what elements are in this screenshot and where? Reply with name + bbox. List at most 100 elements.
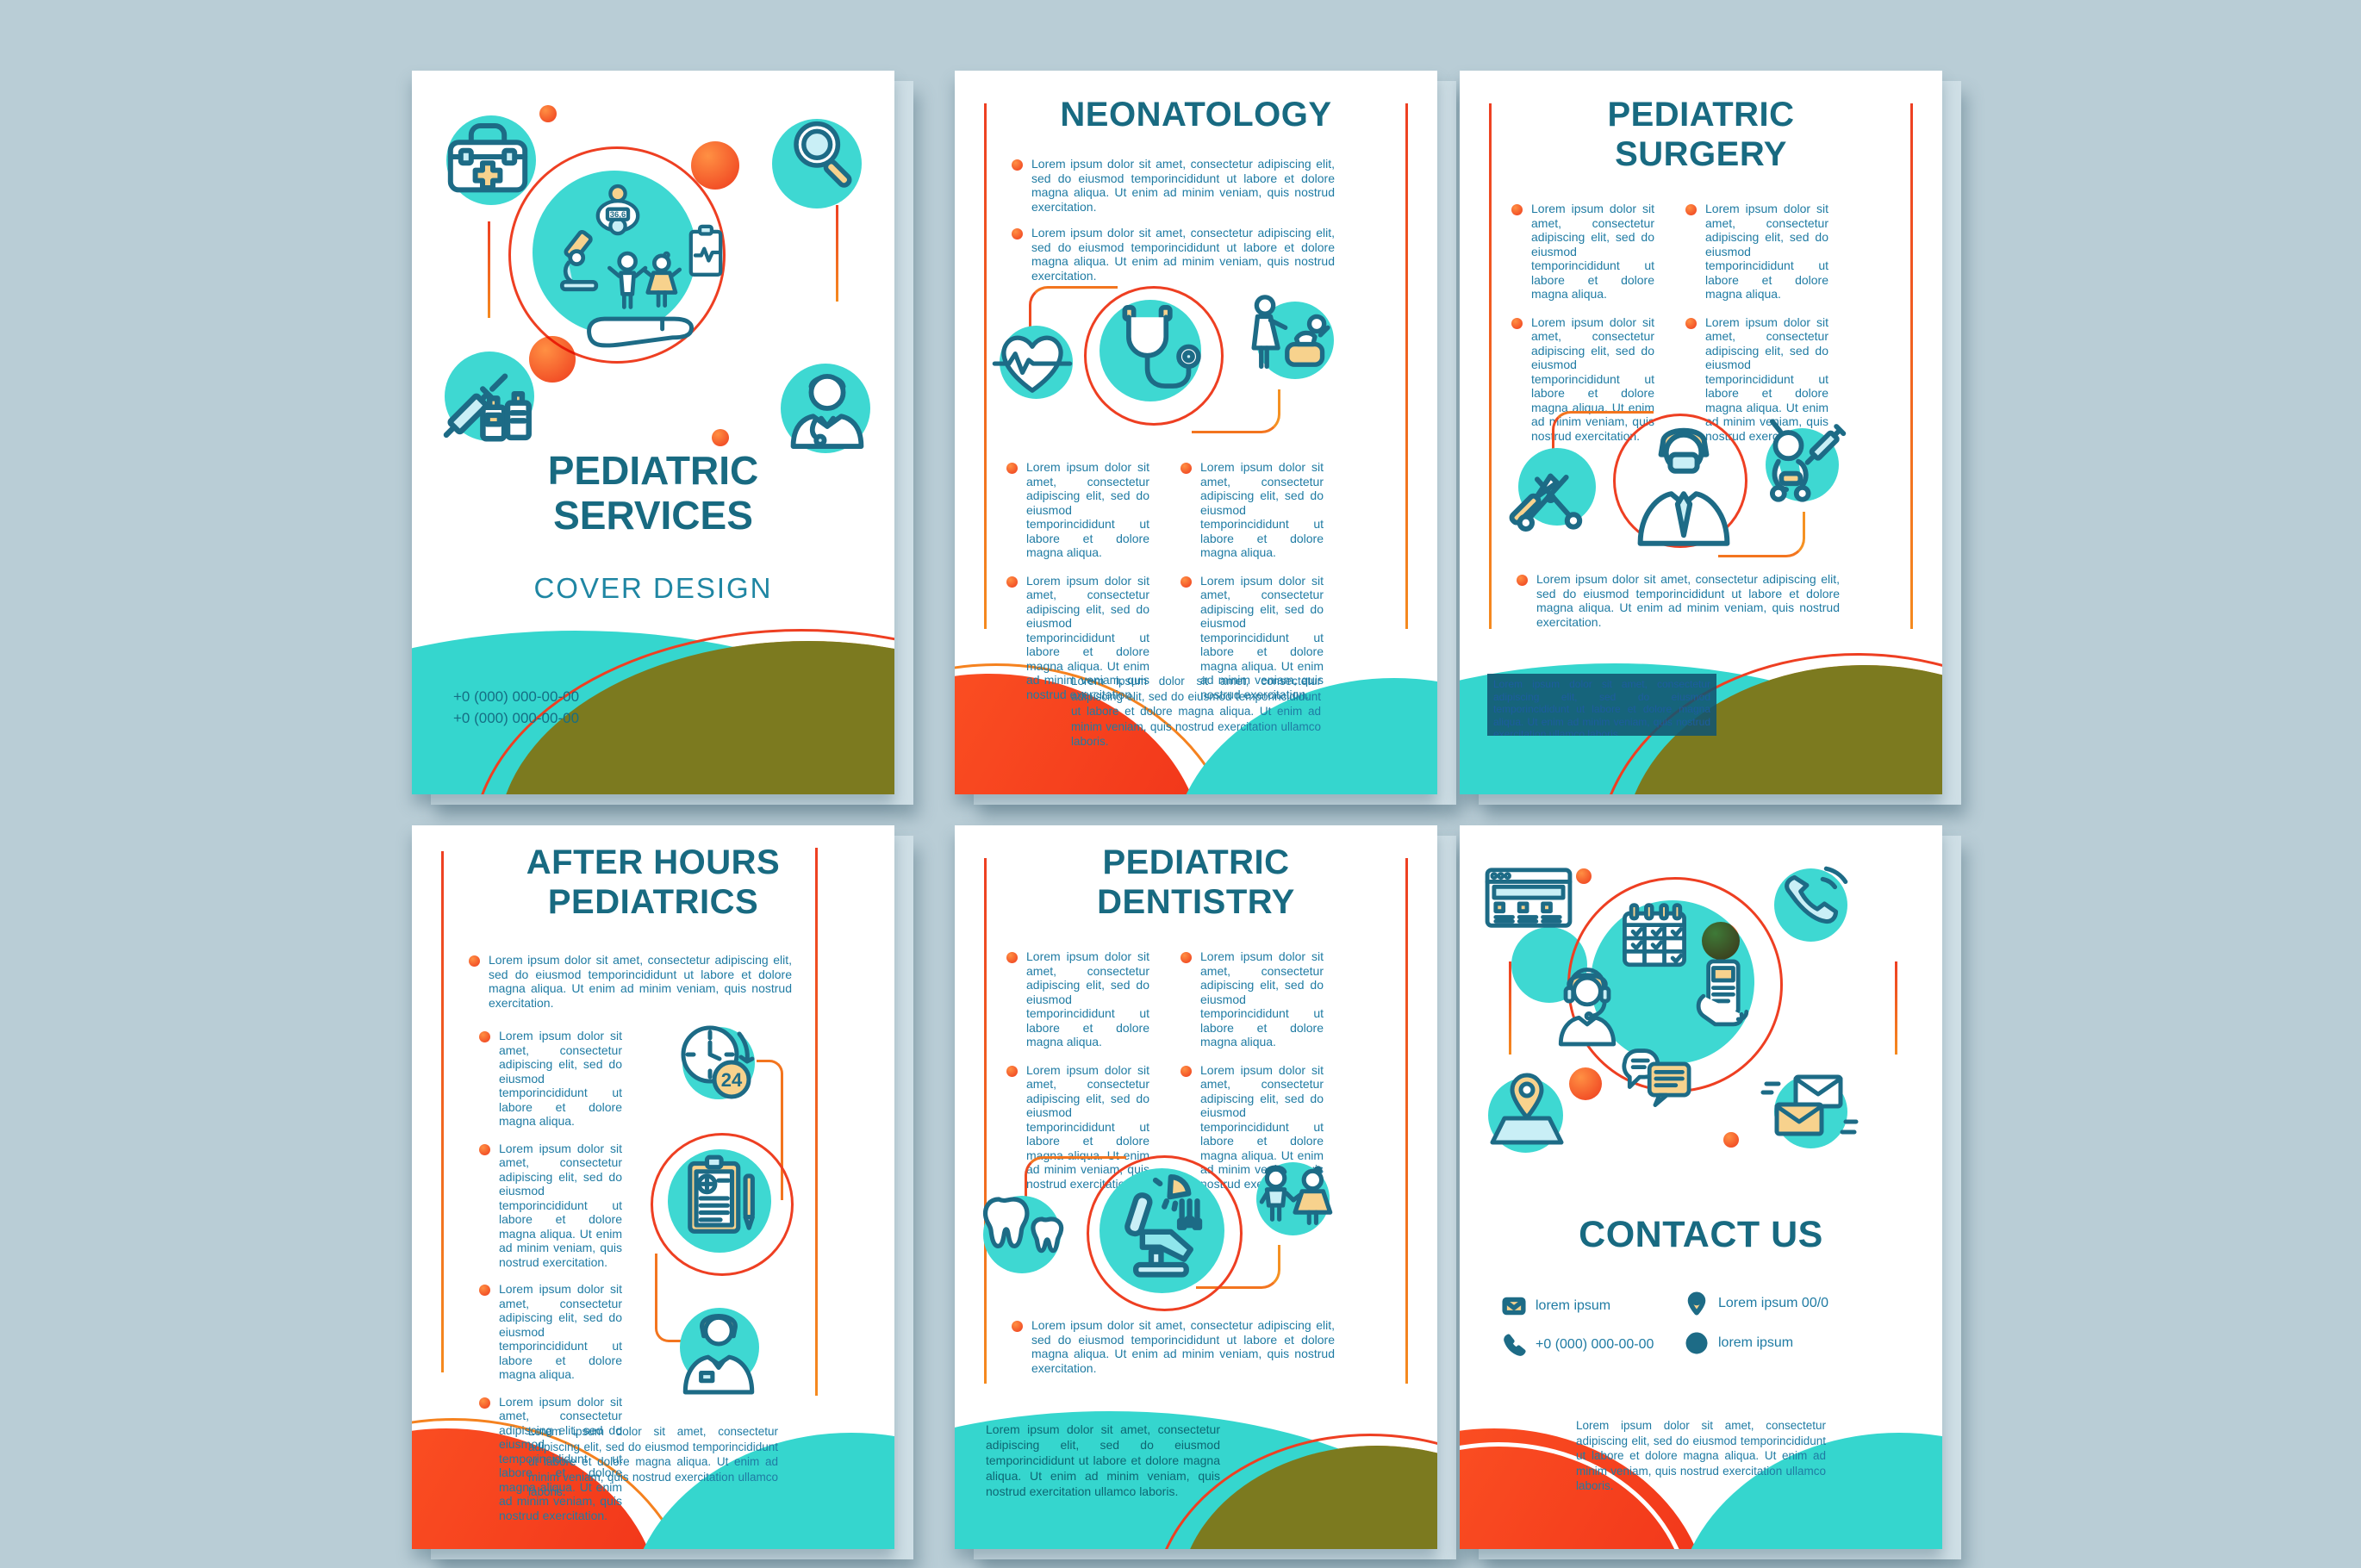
contact-email-row: lorem ipsum xyxy=(1502,1295,1610,1317)
connector-line xyxy=(1718,512,1805,557)
browser-window-icon xyxy=(1485,868,1573,928)
contact-phone-label: +0 (000) 000-00-00 xyxy=(1536,1337,1654,1352)
bullet-column: Lorem ipsum dolor sit amet, consectetur … xyxy=(1180,949,1324,1191)
bullet-column: Lorem ipsum dolor sit amet, consectetur … xyxy=(1006,949,1149,1191)
bullet-dot xyxy=(479,1143,490,1155)
pin-icon xyxy=(1687,1291,1706,1316)
bullet-item: Lorem ipsum dolor sit amet, consectetur … xyxy=(1006,1063,1149,1192)
bullet-dot xyxy=(479,1285,490,1296)
location-pin-map-icon xyxy=(1490,1073,1564,1145)
bullet-dot xyxy=(1012,228,1023,240)
accent-line xyxy=(1509,961,1511,1055)
handset-icon xyxy=(1504,1334,1526,1356)
bullet-text: Lorem ipsum dolor sit amet, consectetur … xyxy=(1705,314,1828,443)
phone-number-2: +0 (000) 000-00-00 xyxy=(453,710,580,726)
bullet-dot xyxy=(479,1397,490,1409)
accent-line xyxy=(488,221,490,318)
microscope-icon xyxy=(559,229,599,292)
closing-paragraph: Lorem ipsum dolor sit amet, consectetur … xyxy=(1071,675,1321,748)
bullet-item: Lorem ipsum dolor sit amet, consectetur … xyxy=(1180,949,1324,1049)
contact-address-row: Lorem ipsum 00/0 xyxy=(1685,1291,1828,1316)
section-title: NEONATOLOGY xyxy=(1060,96,1332,134)
connector-line xyxy=(1192,389,1280,433)
bullet-text: Lorem ipsum dolor sit amet, consectetur … xyxy=(1200,573,1324,701)
surgeon-icon xyxy=(1637,427,1730,546)
bullet-text: Lorem ipsum dolor sit amet, consectetur … xyxy=(499,1394,622,1522)
section-title: PEDIATRIC DENTISTRY xyxy=(955,843,1437,922)
orange-dot xyxy=(539,105,557,122)
icon-ring xyxy=(1613,414,1747,548)
accent-line xyxy=(441,851,444,1372)
page-after-hours: AFTER HOURS PEDIATRICS Lorem ipsum dolor… xyxy=(412,825,913,1559)
accent-line xyxy=(1910,103,1913,629)
bullet-text: Lorem ipsum dolor sit amet, consectetur … xyxy=(1031,157,1335,214)
bullet-dot xyxy=(1006,576,1018,588)
medical-clipboard-icon xyxy=(688,224,723,277)
section-title: PEDIATRIC SURGERY xyxy=(1460,95,1942,174)
bullet-column: Lorem ipsum dolor sit amet, consectetur … xyxy=(479,1029,622,1522)
bullet-text: Lorem ipsum dolor sit amet, consectetur … xyxy=(499,1282,622,1381)
svg-text:36,6: 36,6 xyxy=(610,210,626,220)
bullet-item: Lorem ipsum dolor sit amet, consectetur … xyxy=(1685,202,1828,302)
bullet-text: Lorem ipsum dolor sit amet, consectetur … xyxy=(499,1029,622,1128)
bullet-dot xyxy=(1685,204,1697,215)
page-dentistry: PEDIATRIC DENTISTRY Lorem ipsum dolor si… xyxy=(955,825,1456,1559)
contact-website-label: lorem ipsum xyxy=(1718,1335,1794,1350)
page-cover: 36,6 PEDIATRIC SERVI xyxy=(412,71,913,805)
accent-line xyxy=(815,848,818,1396)
phone-number-1: +0 (000) 000-00-00 xyxy=(453,688,580,705)
mother-changing-baby-icon xyxy=(1251,295,1330,370)
bullet-item: Lorem ipsum dolor sit amet, consectetur … xyxy=(1006,460,1149,560)
two-column-bullets: Lorem ipsum dolor sit amet, consectetur … xyxy=(1006,949,1324,1191)
mail-envelopes-icon xyxy=(1760,1074,1859,1136)
icon-ring xyxy=(1087,1155,1243,1311)
bullet-item: Lorem ipsum dolor sit amet, consectetur … xyxy=(1685,315,1828,444)
bullet-dot xyxy=(1511,317,1523,329)
globe-icon xyxy=(1685,1332,1708,1354)
bullet-dot xyxy=(1511,204,1523,215)
connector-line xyxy=(655,1254,682,1342)
magnifier-icon xyxy=(794,121,852,188)
syringe-and-vials-icon xyxy=(443,373,532,442)
medical-record-clipboard-icon xyxy=(688,1154,755,1234)
contact-phone-row: +0 (000) 000-00-00 xyxy=(1503,1334,1654,1356)
connector-line xyxy=(1029,286,1118,330)
bullet-column: Lorem ipsum dolor sit amet, consectetur … xyxy=(1685,202,1828,443)
closing-paragraph: Lorem ipsum dolor sit amet, consectetur … xyxy=(528,1425,778,1498)
bullet-item: Lorem ipsum dolor sit amet, consectetur … xyxy=(469,953,839,1010)
bullet-list: Lorem ipsum dolor sit amet, consectetur … xyxy=(1517,572,1887,629)
bullet-item: Lorem ipsum dolor sit amet, consectetur … xyxy=(1511,202,1654,302)
bullet-item: Lorem ipsum dolor sit amet, consectetur … xyxy=(479,1142,622,1270)
accent-line xyxy=(1405,103,1408,629)
calendar-schedule-icon xyxy=(1623,903,1686,968)
bullet-column: Lorem ipsum dolor sit amet, consectetur … xyxy=(1006,460,1149,701)
bullet-item: Lorem ipsum dolor sit amet, consectetur … xyxy=(479,1282,622,1382)
bullet-dot xyxy=(1006,952,1018,963)
bullet-text: Lorem ipsum dolor sit amet, consectetur … xyxy=(1536,572,1840,629)
bullet-dot xyxy=(1006,463,1018,474)
call-operator-icon xyxy=(1558,968,1617,1047)
bullet-item: Lorem ipsum dolor sit amet, consectetur … xyxy=(479,1395,622,1523)
section-title-line2: DENTISTRY xyxy=(1097,883,1295,921)
accent-line xyxy=(984,858,987,1384)
cover-phones: +0 (000) 000-00-00 +0 (000) 000-00-00 xyxy=(453,686,579,729)
children-pair-icon xyxy=(1259,1165,1333,1225)
baby-vaccination-icon xyxy=(1769,419,1847,502)
accent-line xyxy=(984,103,987,629)
dental-chair-icon xyxy=(1124,1173,1203,1278)
orange-dot xyxy=(1569,1067,1602,1100)
heart-pulse-icon xyxy=(992,335,1073,393)
section-title-line2: PEDIATRICS xyxy=(547,883,759,921)
section-title: AFTER HOURS PEDIATRICS xyxy=(412,843,894,922)
bullet-item: Lorem ipsum dolor sit amet, consectetur … xyxy=(1012,157,1382,214)
connector-line xyxy=(1196,1245,1280,1289)
doctor-icon xyxy=(790,373,864,449)
bullet-column: Lorem ipsum dolor sit amet, consectetur … xyxy=(1180,460,1324,701)
two-column-bullets: Lorem ipsum dolor sit amet, consectetur … xyxy=(1511,202,1828,443)
chat-messages-icon xyxy=(1622,1048,1691,1108)
accent-line xyxy=(1895,961,1897,1055)
accent-line xyxy=(1405,858,1408,1384)
bullet-dot xyxy=(1012,159,1023,171)
page-contact: CONTACT US lorem ipsum Lorem ipsum 00/0 … xyxy=(1460,825,1961,1559)
bullet-column: Lorem ipsum dolor sit amet, consectetur … xyxy=(1511,202,1654,443)
